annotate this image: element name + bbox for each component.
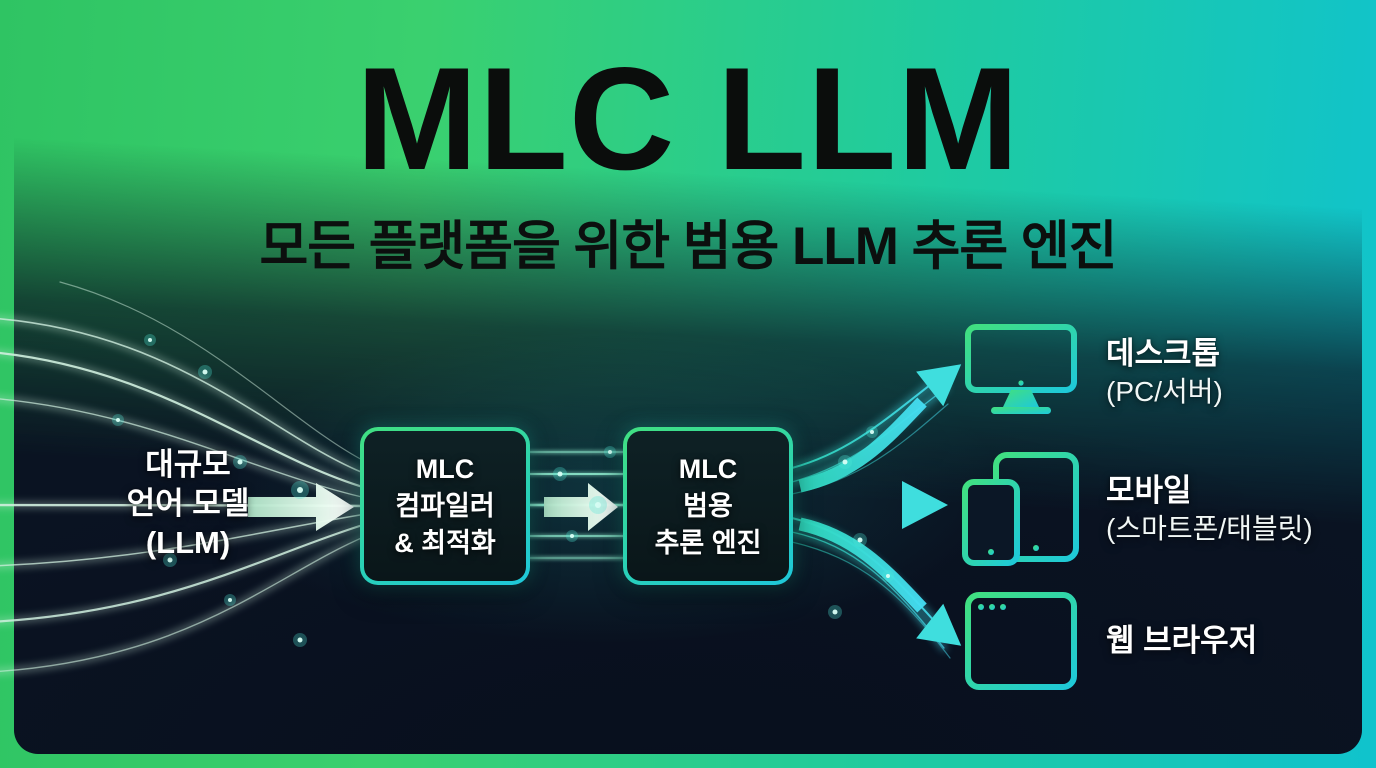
mobile-icon xyxy=(960,452,1082,566)
target-sublabel: (PC/서버) xyxy=(1106,376,1223,407)
source-label: 대규모 언어 모델 (LLM) xyxy=(88,445,288,562)
stage-line: 컴파일러 xyxy=(395,490,495,521)
stage-line: 범용 xyxy=(683,490,733,521)
target-browser: 웹 브라우저 xyxy=(960,592,1257,690)
stage-box-engine: MLC 범용 추론 엔진 xyxy=(623,427,793,585)
target-label: 모바일 xyxy=(1106,473,1192,508)
stage-box-engine-label: MLC 범용 추론 엔진 xyxy=(627,431,789,581)
target-sublabel: (스마트폰/태블릿) xyxy=(1106,513,1313,544)
stage-line: MLC xyxy=(415,453,475,484)
stage-line: 추론 엔진 xyxy=(654,527,762,558)
page-title: MLC LLM xyxy=(356,37,1020,200)
source-line: (LLM) xyxy=(145,525,231,560)
stage-box-compiler: MLC 컴파일러 & 최적화 xyxy=(360,427,530,585)
target-desktop: 데스크톱 (PC/서버) xyxy=(960,324,1223,420)
browser-icon xyxy=(960,592,1082,690)
stage-box-compiler-label: MLC 컴파일러 & 최적화 xyxy=(364,431,526,581)
source-line: 대규모 xyxy=(145,447,231,482)
desktop-icon xyxy=(960,324,1082,420)
page-subtitle: 모든 플랫폼을 위한 범용 LLM 추론 엔진 xyxy=(259,217,1118,276)
source-line: 언어 모델 xyxy=(126,486,250,521)
stage-line: MLC xyxy=(678,453,738,484)
stage-line: & 최적화 xyxy=(394,527,496,558)
target-mobile: 모바일 (스마트폰/태블릿) xyxy=(960,452,1313,566)
target-label: 데스크톱 xyxy=(1106,336,1221,371)
target-label: 웹 브라우저 xyxy=(1106,623,1258,658)
